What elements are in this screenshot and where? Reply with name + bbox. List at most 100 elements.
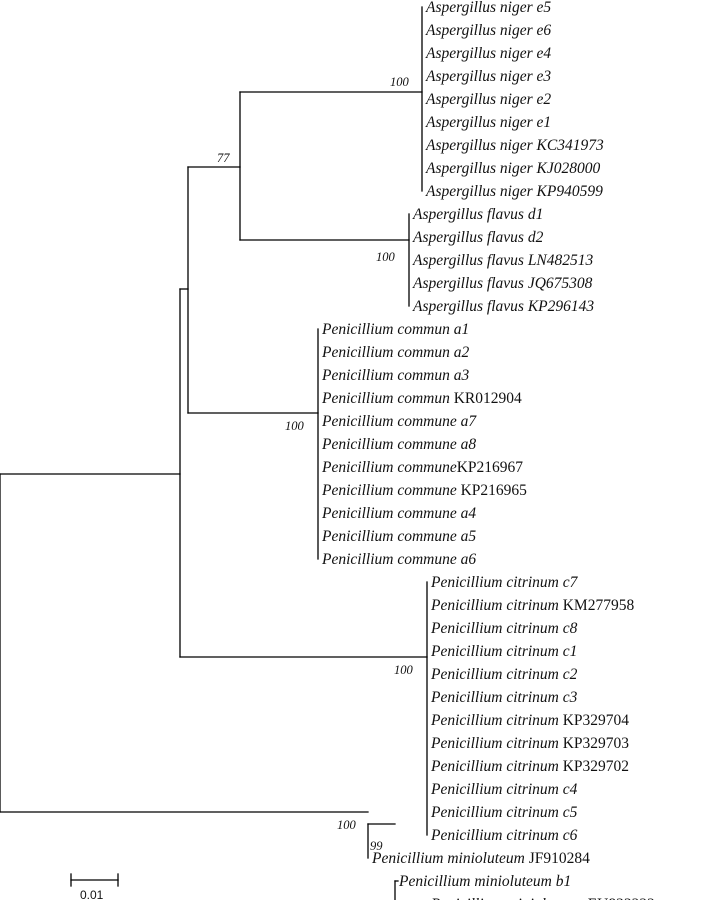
leaf-label: Aspergillus niger e2 bbox=[425, 91, 551, 108]
bootstrap-citrinum-clade: 100 bbox=[394, 663, 414, 677]
leaf-label: Aspergillus niger KC341973 bbox=[425, 137, 604, 154]
leaf-label: Penicillium commune a5 bbox=[321, 528, 476, 545]
taxon-name: Penicillium commune bbox=[321, 413, 461, 430]
leaf-label: Penicillium citrinum c3 bbox=[430, 689, 578, 706]
leaf-label: Penicillium citrinum c7 bbox=[430, 574, 579, 591]
strain-id: KP329702 bbox=[563, 758, 629, 775]
leaf-label: Aspergillus niger KJ028000 bbox=[425, 160, 600, 177]
taxon-name: Penicillium commun bbox=[321, 390, 454, 407]
taxon-name: Penicillium commune bbox=[321, 505, 461, 522]
strain-id: b1 bbox=[556, 873, 572, 890]
leaf-label: Penicillium commune a4 bbox=[321, 505, 476, 522]
leaf-label: Penicillium commun KR012904 bbox=[321, 390, 522, 407]
taxon-name: Aspergillus niger bbox=[425, 91, 537, 108]
leaf-label: Penicillium citrinum c4 bbox=[430, 781, 578, 798]
strain-id: c1 bbox=[563, 643, 578, 660]
strain-id: KP296143 bbox=[527, 298, 595, 315]
leaf-label: Penicillium citrinum KP329702 bbox=[430, 758, 629, 775]
leaf-label: Penicillium citrinum KM277958 bbox=[430, 597, 634, 614]
taxon-name: Penicillium citrinum bbox=[430, 620, 563, 637]
strain-id: KP216965 bbox=[461, 482, 528, 499]
leaf-label: Penicillium citrinum c1 bbox=[430, 643, 577, 660]
taxon-name: Aspergillus flavus bbox=[412, 275, 528, 292]
strain-id: a8 bbox=[461, 436, 477, 453]
strain-id: a1 bbox=[454, 321, 470, 338]
strain-id: KP329704 bbox=[563, 712, 630, 729]
strain-id: KP940599 bbox=[536, 183, 604, 200]
strain-id: c8 bbox=[563, 620, 578, 637]
taxon-name: Penicillium commune bbox=[321, 551, 461, 568]
leaf-label: Aspergillus flavus d2 bbox=[412, 229, 544, 246]
leaf-label: Penicillium commun a1 bbox=[321, 321, 469, 338]
taxon-name: Aspergillus flavus bbox=[412, 229, 528, 246]
taxon-name: Penicillium commune bbox=[321, 482, 461, 499]
taxon-name: Aspergillus niger bbox=[425, 0, 537, 16]
taxon-name: Penicillium minioluteum bbox=[371, 850, 529, 867]
leaf-label: Penicillium communeKP216967 bbox=[321, 459, 523, 476]
scale-bar-label: 0.01 bbox=[80, 888, 104, 900]
strain-id: a4 bbox=[461, 505, 477, 522]
taxon-name: Penicillium citrinum bbox=[430, 666, 563, 683]
strain-id: KP216967 bbox=[457, 459, 524, 476]
taxon-name: Aspergillus niger bbox=[425, 183, 537, 200]
taxon-name: Penicillium commun bbox=[321, 367, 454, 384]
bootstrap-minioluteum-subclade: 99 bbox=[370, 839, 383, 853]
leaf-label: Aspergillus niger e4 bbox=[425, 45, 551, 62]
leaf-label: Penicillium citrinum KP329703 bbox=[430, 735, 629, 752]
leaf-label: Aspergillus flavus d1 bbox=[412, 206, 543, 223]
scale-bar: 0.01 bbox=[70, 873, 119, 900]
taxon-name: Penicillium commun bbox=[321, 344, 454, 361]
leaf-label: Penicillium citrinum c6 bbox=[430, 827, 578, 844]
taxon-name: Aspergillus flavus bbox=[412, 252, 528, 269]
strain-id: c3 bbox=[563, 689, 578, 706]
strain-id: JF910284 bbox=[529, 850, 590, 867]
strain-id: KJ028000 bbox=[536, 160, 601, 177]
taxon-name: Penicillium citrinum bbox=[430, 827, 563, 844]
leaf-label: Penicillium citrinum c8 bbox=[430, 620, 578, 637]
leaf-label: Penicillium citrinum c5 bbox=[430, 804, 578, 821]
leaf-label: Aspergillus niger e6 bbox=[425, 22, 551, 39]
leaf-label: Penicillium commune a6 bbox=[321, 551, 476, 568]
taxon-name: Penicillium minioluteum bbox=[430, 896, 588, 900]
leaf-label: Penicillium minioluteum b1 bbox=[398, 873, 571, 890]
strain-id: d1 bbox=[528, 206, 544, 223]
strain-id: d2 bbox=[528, 229, 544, 246]
strain-id: c7 bbox=[563, 574, 579, 591]
taxon-name: Penicillium commun bbox=[321, 321, 454, 338]
taxon-name: Penicillium citrinum bbox=[430, 689, 563, 706]
leaf-label: Penicillium minioluteum JF910284 bbox=[371, 850, 590, 867]
bootstrap-values: 100 100 77 100 100 100 99 bbox=[217, 75, 414, 853]
taxon-name: Penicillium citrinum bbox=[430, 574, 563, 591]
taxon-name: Aspergillus flavus bbox=[412, 206, 528, 223]
strain-id: KP329703 bbox=[563, 735, 630, 752]
leaf-label: Aspergillus niger e1 bbox=[425, 114, 551, 131]
strain-id: c5 bbox=[563, 804, 578, 821]
strain-id: KM277958 bbox=[563, 597, 635, 614]
strain-id: c4 bbox=[563, 781, 578, 798]
bootstrap-commune-clade: 100 bbox=[285, 419, 305, 433]
taxon-name: Aspergillus niger bbox=[425, 22, 537, 39]
taxon-name: Penicillium citrinum bbox=[430, 758, 563, 775]
taxon-name: Aspergillus niger bbox=[425, 160, 537, 177]
strain-id: JQ675308 bbox=[528, 275, 593, 292]
strain-id: KC341973 bbox=[536, 137, 604, 154]
leaf-label: Penicillium commun a3 bbox=[321, 367, 469, 384]
taxon-name: Penicillium minioluteum bbox=[398, 873, 556, 890]
leaf-label: Penicillium commun a2 bbox=[321, 344, 469, 361]
leaf-label: Penicillium citrinum KP329704 bbox=[430, 712, 629, 729]
taxon-name: Penicillium commune bbox=[321, 528, 461, 545]
taxon-name: Aspergillus flavus bbox=[412, 298, 528, 315]
strain-id: c6 bbox=[563, 827, 578, 844]
strain-id: e4 bbox=[537, 45, 552, 62]
taxon-name: Penicillium citrinum bbox=[430, 781, 563, 798]
leaf-label: Aspergillus flavus JQ675308 bbox=[412, 275, 593, 292]
strain-id: a6 bbox=[461, 551, 477, 568]
strain-id: e1 bbox=[537, 114, 552, 131]
leaf-label: Penicillium minioluteum EU833222 bbox=[430, 896, 655, 900]
taxon-name: Penicillium citrinum bbox=[430, 643, 563, 660]
taxon-name: Penicillium commune bbox=[321, 459, 457, 476]
strain-id: a3 bbox=[454, 367, 470, 384]
taxon-name: Aspergillus niger bbox=[425, 137, 537, 154]
